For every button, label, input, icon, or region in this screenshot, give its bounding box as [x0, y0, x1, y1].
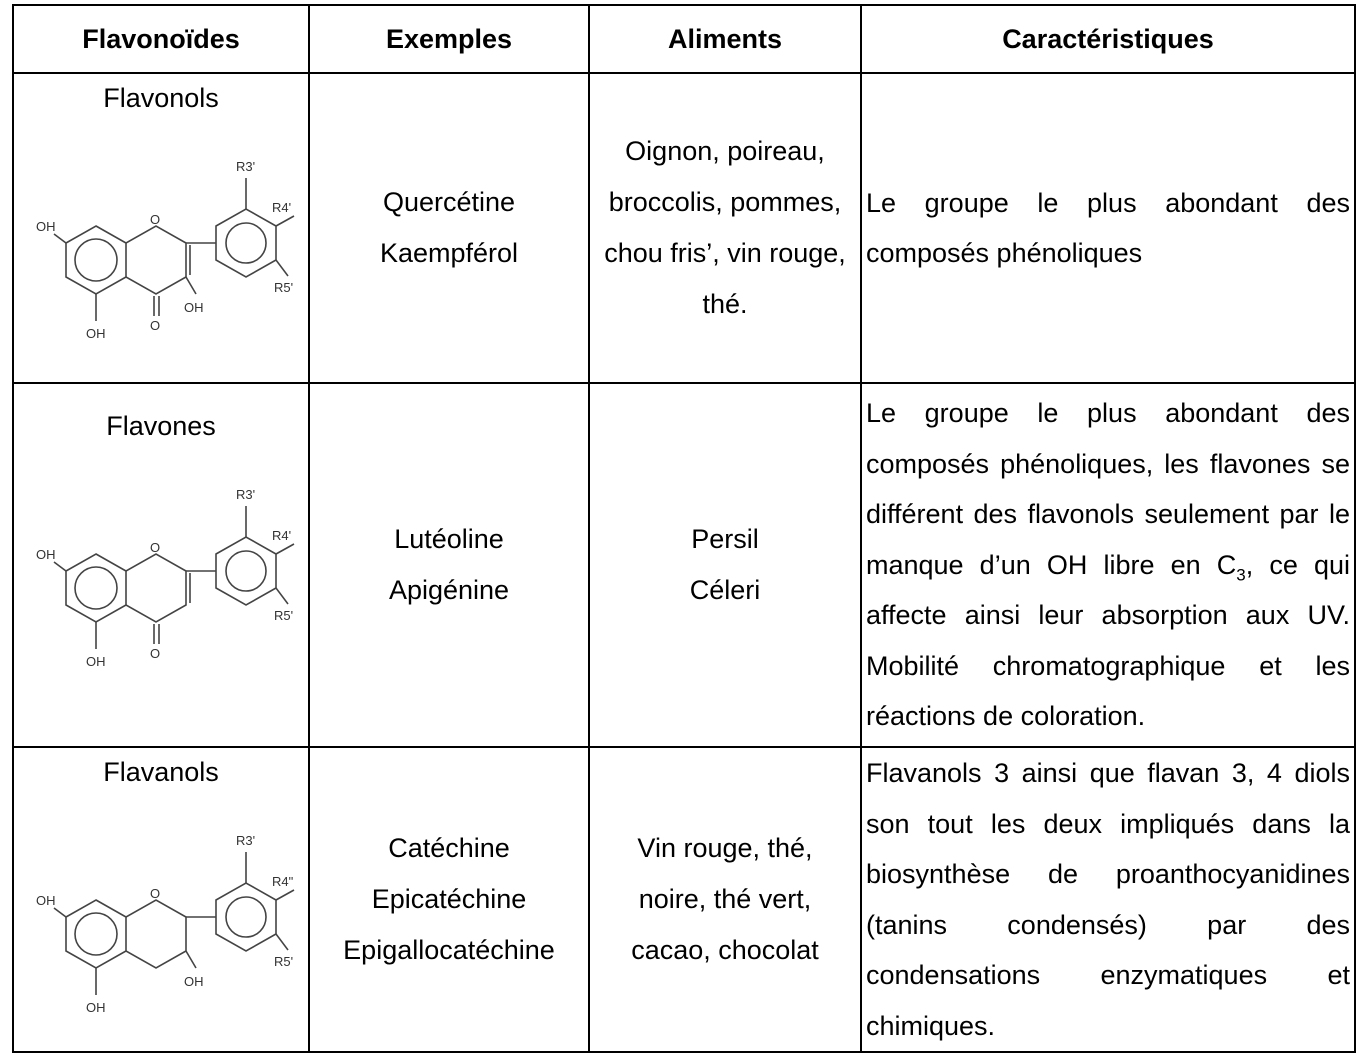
- food-line: cacao, chocolat: [631, 935, 819, 965]
- food-line: broccolis, pommes,: [608, 187, 842, 217]
- example-item: Apigénine: [388, 575, 510, 605]
- food-line: noire, thé vert,: [638, 884, 812, 914]
- struct-label-oh5: OH: [86, 1000, 106, 1015]
- example-item: Epigallocatéchine: [343, 935, 555, 965]
- table-row-flavonols: Flavonols: [12, 72, 1356, 384]
- header-exemples: Exemples: [308, 4, 590, 74]
- table-row-flavones: Flavones O O: [12, 382, 1356, 748]
- food-line: Céleri: [689, 575, 761, 605]
- struct-label-o1: O: [150, 886, 160, 901]
- struct-label-r4: R4': [272, 200, 291, 215]
- food-line: Vin rouge, thé,: [637, 833, 813, 863]
- struct-label-r5: R5': [274, 280, 293, 295]
- header-flavonoides: Flavonoïdes: [12, 4, 310, 74]
- food-line: thé.: [702, 289, 748, 319]
- food-line: chou fris’, vin rouge,: [604, 238, 846, 268]
- characteristics-text: Le groupe le plus abondant des composés …: [866, 187, 1350, 269]
- struct-label-o1: O: [150, 540, 160, 555]
- characteristics-text-continued: , ce qui affecte ainsi leur absorption a…: [866, 549, 1350, 732]
- struct-label-o4: O: [150, 318, 160, 333]
- struct-label-r4: R4": [272, 874, 294, 889]
- flavonoid-name: Flavonols: [103, 83, 219, 113]
- struct-label-oh7: OH: [36, 219, 56, 234]
- example-item: Catéchine: [388, 833, 510, 863]
- struct-label-r5: R5': [274, 954, 293, 969]
- characteristics-cell: Le groupe le plus abondant des composés …: [860, 72, 1356, 384]
- flavonoid-cell: Flavanols O R3' R4": [12, 746, 310, 1053]
- struct-label-oh3: OH: [184, 974, 204, 989]
- example-item: Lutéoline: [394, 524, 504, 554]
- struct-label-oh5: OH: [86, 654, 106, 669]
- foods-cell: Vin rouge, thé, noire, thé vert, cacao, …: [588, 746, 862, 1053]
- example-item: Kaempférol: [379, 238, 519, 268]
- flavanol-structure: O R3' R4" R5' OH OH OH: [36, 833, 295, 1015]
- struct-label-o4: O: [150, 646, 160, 661]
- table-row-flavanols: Flavanols O R3' R4": [12, 746, 1356, 1053]
- struct-label-r3: R3': [236, 833, 255, 848]
- flavonoid-cell: Flavonols: [12, 72, 310, 384]
- struct-label-r3: R3': [236, 159, 255, 174]
- characteristics-cell: Le groupe le plus abondant des composés …: [860, 382, 1356, 748]
- food-line: Persil: [691, 524, 759, 554]
- flavone-structure: O O R3' R4' R5' OH OH: [36, 487, 295, 669]
- struct-label-oh5: OH: [86, 326, 106, 341]
- examples-cell: Catéchine Epicatéchine Epigallocatéchine: [308, 746, 590, 1053]
- struct-label-r4: R4': [272, 528, 291, 543]
- header-row: Flavonoïdes Exemples Aliments Caractéris…: [12, 4, 1356, 74]
- flavonoid-name: Flavones: [106, 411, 216, 441]
- struct-label-oh3: OH: [184, 300, 204, 315]
- example-item: Epicatéchine: [371, 884, 527, 914]
- flavonol-structure: O O R3' R4' R5' OH OH OH: [36, 159, 295, 341]
- struct-label-oh7: OH: [36, 547, 56, 562]
- food-line: Oignon, poireau,: [625, 136, 825, 166]
- flavonoid-cell: Flavones O O: [12, 382, 310, 748]
- flavonoid-name: Flavanols: [103, 757, 219, 787]
- header-aliments: Aliments: [588, 4, 862, 74]
- foods-cell: Oignon, poireau, broccolis, pommes, chou…: [588, 72, 862, 384]
- struct-label-o1: O: [150, 212, 160, 227]
- characteristics-text: Flavanols 3 ainsi que flavan 3, 4 diols …: [866, 758, 1350, 1041]
- struct-label-r5: R5': [274, 608, 293, 623]
- foods-cell: Persil Céleri: [588, 382, 862, 748]
- examples-cell: Quercétine Kaempférol: [308, 72, 590, 384]
- characteristics-text: Le groupe le plus abondant des composés …: [866, 398, 1350, 580]
- example-item: Quercétine: [382, 187, 516, 217]
- struct-label-r3: R3': [236, 487, 255, 502]
- characteristics-cell: Flavanols 3 ainsi que flavan 3, 4 diols …: [860, 746, 1356, 1053]
- header-caracteristiques: Caractéristiques: [860, 4, 1356, 74]
- examples-cell: Lutéoline Apigénine: [308, 382, 590, 748]
- struct-label-oh7: OH: [36, 893, 56, 908]
- characteristics-subscript: 3: [1236, 565, 1246, 585]
- flavonoid-table: Flavonoïdes Exemples Aliments Caractéris…: [12, 4, 1356, 1053]
